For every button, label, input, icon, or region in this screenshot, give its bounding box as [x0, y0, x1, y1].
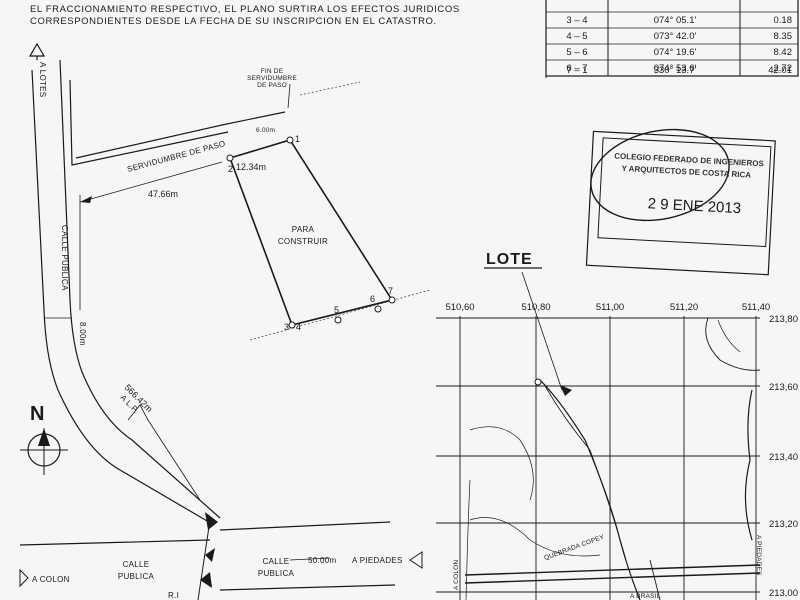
table-cell-side: 3 – 4: [566, 15, 587, 26]
x-ticks: 510,60 510,80 511,00 511,20 511,40: [445, 302, 770, 313]
arrow-a-lotes: A LOTES: [28, 42, 47, 97]
y-tick: 213,00: [769, 588, 798, 599]
vertex-5: 5: [334, 305, 339, 315]
y-tick: 213,20: [769, 519, 798, 530]
y-tick: 213,80: [769, 314, 798, 325]
bearing-table: 3 – 4 074° 05.1' 0.18 4 – 5 073° 42.0' 8…: [545, 0, 799, 77]
table-row: 4 – 5 073° 42.0' 8.35: [566, 31, 792, 42]
table-cell-bearing: 074° 53.6': [654, 63, 697, 74]
table-cell-side: 6 – 7: [566, 63, 587, 74]
table-row: 3 – 4 074° 05.1' 0.18: [566, 15, 792, 26]
table-row: 7 – 1 330° 13.7' 42.01: [566, 65, 792, 76]
table-cell-bearing: 074° 05.1': [654, 15, 697, 26]
table-cell-distance: 0.18: [774, 15, 793, 26]
dim-12-34m: 12.34m: [236, 162, 266, 172]
table-cell-side: 7 – 1: [566, 65, 587, 76]
table-cell-distance: 8.35: [774, 31, 793, 42]
dim-50m: 50.00m: [308, 556, 337, 565]
calle-publica-right-2: PUBLICA: [258, 569, 295, 578]
header-text: EL FRACCIONAMIENTO RESPECTIVO, EL PLANO …: [30, 4, 460, 27]
lot-label-2: CONSTRUIR: [278, 237, 328, 246]
vertex-1: 1: [295, 134, 300, 144]
dim-47-66m: 47.66m: [148, 189, 178, 199]
north-letter: N: [30, 403, 44, 425]
dim-8m: 8.00m: [78, 322, 87, 346]
y-ticks: 213,80 213,60 213,40 213,20 213,00: [769, 314, 798, 599]
table-cell-side: 4 – 5: [566, 31, 587, 42]
x-tick: 510,60: [445, 302, 474, 313]
table-cell-distance: 42.01: [768, 65, 792, 76]
stamp-date: 2 9 ENE 2013: [647, 195, 741, 217]
x-tick: 511,00: [596, 302, 624, 313]
calle-publica-vertical: CALLE PUBLICA: [60, 225, 69, 291]
vertex-7: 7: [388, 286, 393, 296]
x-tick: 511,20: [670, 302, 698, 313]
cut-label: R.I: [168, 591, 179, 600]
calle-publica-road: CALLE PUBLICA 8.00m: [31, 59, 221, 526]
a-colon-label: A COLON: [32, 575, 70, 584]
y-tick: 213,40: [769, 452, 798, 463]
x-tick: 510,80: [521, 302, 550, 313]
table-cell-distance: 8.42: [774, 47, 793, 58]
vertex-6: 6: [370, 294, 375, 304]
map-grid: [436, 316, 760, 600]
x-tick: 511,40: [742, 302, 770, 313]
table-cell-distance: 2.72: [774, 63, 793, 74]
north-symbol: N: [20, 403, 68, 475]
lower-roads: CALLE PUBLICA CALLE PUBLICA 50.00m A PIE…: [19, 519, 423, 600]
fin-servidumbre-1: FIN DE: [261, 68, 284, 75]
dim-6m: 6.00m: [256, 127, 275, 134]
vertex-2: 2: [228, 164, 233, 174]
fin-servidumbre-2: SERVIDUMBRE: [247, 75, 297, 82]
table-cell-side: 5 – 6: [566, 47, 587, 58]
y-tick: 213,60: [769, 382, 798, 393]
lote-title: LOTE: [486, 251, 533, 268]
header-line-1: EL FRACCIONAMIENTO RESPECTIVO, EL PLANO …: [30, 4, 460, 15]
a-lotes-label: A LOTES: [38, 62, 47, 97]
lot-polygon: 2 1 3 4 5 6 7 12.34m PARA CONSTRUIR: [226, 134, 431, 341]
table-row: 5 – 6 074° 19.6' 8.42: [566, 47, 792, 58]
table-cell-bearing: 330° 13.7': [654, 65, 697, 76]
vertex-4: 4: [296, 322, 301, 332]
lot-label-1: PARA: [292, 225, 315, 234]
calle-publica-right-1: CALLE: [263, 557, 290, 566]
a-piedades-label: A PIEDADES: [352, 556, 403, 565]
road-label: A COLON: [453, 560, 460, 590]
table-cell-bearing: 073° 42.0': [654, 31, 697, 42]
road-label: A BRASIL: [630, 593, 661, 600]
calle-publica-left-1: CALLE: [123, 560, 150, 569]
road-label: A PIEDADES: [755, 535, 762, 576]
table-row: 6 – 7 074° 53.6' 2.72: [566, 63, 792, 74]
fin-servidumbre-3: DE PASO: [257, 82, 287, 89]
header-line-2: CORRESPONDIENTES DESDE LA FECHA DE SU IN…: [30, 16, 437, 27]
calle-publica-left-2: PUBLICA: [118, 572, 155, 581]
vertex-3: 3: [284, 322, 289, 332]
table-cell-bearing: 074° 19.6': [654, 47, 697, 58]
